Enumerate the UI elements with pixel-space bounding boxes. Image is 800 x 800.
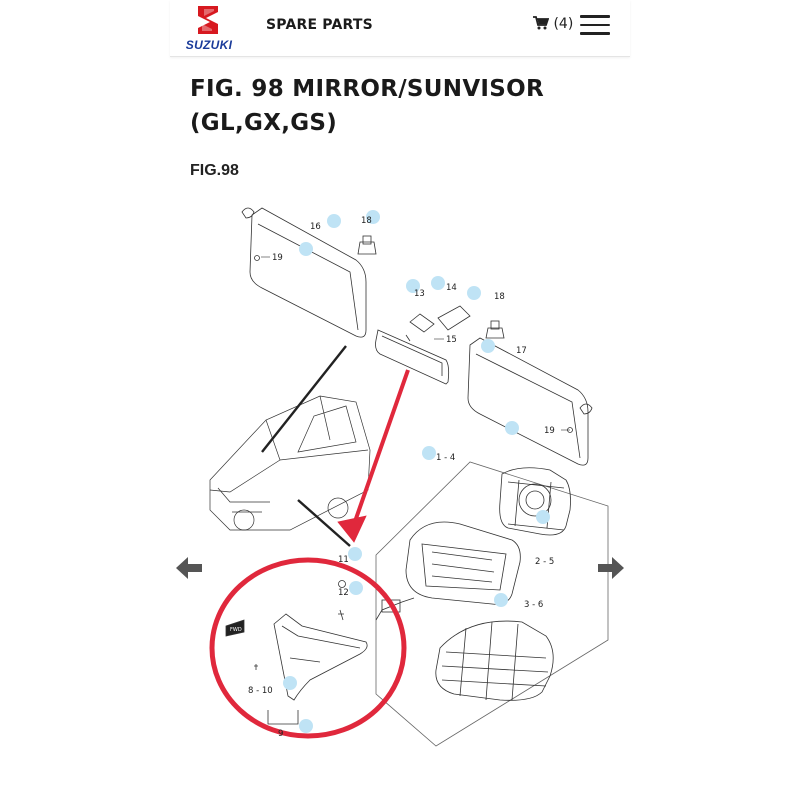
mirror-cover xyxy=(435,620,554,701)
hotspot-11 xyxy=(348,547,362,561)
callout-17: 17 xyxy=(516,346,527,356)
hotspot-12 xyxy=(349,581,363,595)
car-outline xyxy=(209,395,371,531)
callout-2-5: 2 - 5 xyxy=(535,557,554,567)
callout-1-4: 1 - 4 xyxy=(436,453,455,463)
brand-name: SUZUKI xyxy=(185,38,233,52)
callout-18a: 18 xyxy=(361,216,372,226)
spare-parts-link[interactable]: SPARE PARTS xyxy=(266,17,373,33)
site-header: SUZUKI SPARE PARTS (4) xyxy=(170,0,630,57)
door-mirror-outline xyxy=(375,461,609,747)
page-title: FIG. 98 MIRROR/SUNVISOR (GL,GX,GS) xyxy=(190,72,610,140)
hotspot-19-top xyxy=(299,242,313,256)
hamburger-menu-icon[interactable] xyxy=(580,15,610,37)
callout-8-10: 8 - 10 xyxy=(248,686,273,696)
callout-14: 14 xyxy=(446,283,457,293)
mirror-glass xyxy=(499,467,571,536)
hotspot-13 xyxy=(406,279,420,293)
callout-13: 13 xyxy=(414,289,425,299)
arrow-right-icon[interactable] xyxy=(594,553,628,583)
hotspot-16 xyxy=(327,214,341,228)
callout-9: 9 xyxy=(278,729,283,739)
cart-icon xyxy=(533,16,550,30)
fwd-tag: FWD xyxy=(225,619,245,637)
callout-16: 16 xyxy=(310,222,321,232)
callout-18b: 18 xyxy=(494,292,505,302)
pointer-line-2 xyxy=(297,499,351,547)
hotspot-14 xyxy=(431,276,445,290)
callout-19a: 19 xyxy=(272,253,283,263)
arrow-left-icon[interactable] xyxy=(172,553,206,583)
highlight-circle xyxy=(209,557,407,739)
mirror-garnish xyxy=(267,613,368,725)
sunvisor-right xyxy=(467,337,593,466)
hotspot-3-6 xyxy=(494,593,508,607)
callout-19b: 19 xyxy=(544,426,555,436)
hotspot-1-4 xyxy=(422,446,436,460)
hotspot-19-right xyxy=(505,421,519,435)
hotspot-18-right xyxy=(467,286,481,300)
page-title-line-1: FIG. 98 MIRROR/SUNVISOR xyxy=(190,76,545,102)
callout-15: 15 xyxy=(446,335,457,345)
hotspots[interactable] xyxy=(283,210,550,733)
suzuki-logo[interactable]: SUZUKI xyxy=(174,4,240,52)
page-title-line-2: (GL,GX,GS) xyxy=(190,110,338,136)
cart-count: (4) xyxy=(553,16,574,32)
hotspot-18-top xyxy=(366,210,380,224)
parts-diagram: FWD xyxy=(209,207,609,747)
fwd-tag-label: FWD xyxy=(230,627,242,633)
suzuki-s-logo-icon xyxy=(198,6,218,34)
sunvisor-left xyxy=(241,207,367,338)
hotspot-9 xyxy=(299,719,313,733)
hotspot-8-10 xyxy=(283,676,297,690)
hotspot-17 xyxy=(481,339,495,353)
visor-clip-top xyxy=(357,235,377,255)
highlight-arrow xyxy=(337,369,410,543)
rear-view-mirror xyxy=(375,305,471,385)
small-fasteners xyxy=(254,580,346,670)
callout-12: 12 xyxy=(338,588,349,598)
cart-button[interactable]: (4) xyxy=(533,16,573,32)
callout-3-6: 3 - 6 xyxy=(524,600,543,610)
page: SUZUKI SPARE PARTS (4) FIG. 98 MIRROR/SU… xyxy=(170,0,630,800)
callout-11: 11 xyxy=(338,555,349,565)
figure-label: FIG.98 xyxy=(190,162,239,179)
pointer-line-1 xyxy=(261,345,347,453)
hotspot-2-5 xyxy=(536,510,550,524)
visor-clip-right xyxy=(485,320,505,339)
